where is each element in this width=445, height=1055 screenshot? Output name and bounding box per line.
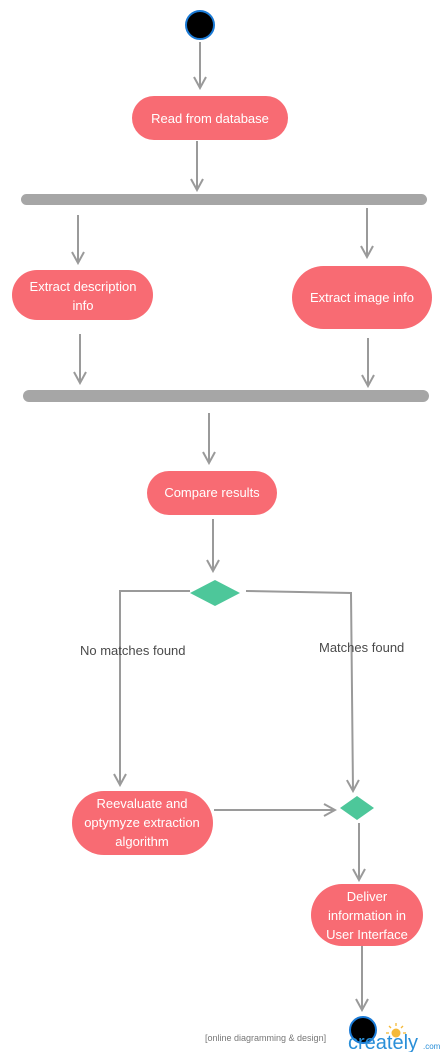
action-compare-results[interactable]: Compare results (147, 471, 277, 515)
start-node (185, 10, 215, 40)
action-label-line2: optymyze extraction (84, 815, 200, 830)
edge-match (245, 590, 353, 791)
logo-text: creately (348, 1032, 418, 1052)
join-bar (23, 390, 429, 402)
action-label-line1: Deliver (347, 889, 388, 904)
edges (78, 42, 368, 1010)
edge-label-match: Matches found (319, 640, 404, 655)
edge-no-match (120, 590, 190, 785)
action-extract-image-info[interactable]: Extract image info (292, 266, 432, 329)
footer-caption: [online diagramming & design] (205, 1033, 327, 1043)
action-label: Compare results (164, 485, 260, 500)
action-label: Read from database (151, 111, 269, 126)
action-label-line3: algorithm (115, 834, 168, 849)
action-extract-description-info[interactable]: Extract description info (12, 270, 153, 320)
start-circle (185, 10, 215, 40)
decision-diamond[interactable] (190, 580, 240, 606)
action-read-from-database[interactable]: Read from database (132, 96, 288, 140)
end-circle (349, 1016, 377, 1044)
action-label: Extract image info (310, 290, 414, 305)
logo-suffix: .com (423, 1042, 441, 1051)
action-label-line2: information in (328, 908, 406, 923)
fork-bar (21, 194, 427, 205)
action-reevaluate-algorithm[interactable]: Reevaluate and optymyze extraction algor… (72, 791, 213, 855)
action-label-line2: info (73, 298, 94, 313)
action-label-line3: User Interface (326, 927, 408, 942)
sun-icon (386, 1023, 406, 1038)
merge-diamond[interactable] (340, 796, 374, 820)
action-label-line1: Reevaluate and (96, 796, 187, 811)
end-node (349, 1016, 377, 1044)
action-label-line1: Extract description (30, 279, 137, 294)
creately-logo: creately .com (348, 1023, 441, 1052)
edge-label-no-match: No matches found (80, 643, 186, 658)
action-deliver-information[interactable]: Deliver information in User Interface (311, 884, 423, 946)
